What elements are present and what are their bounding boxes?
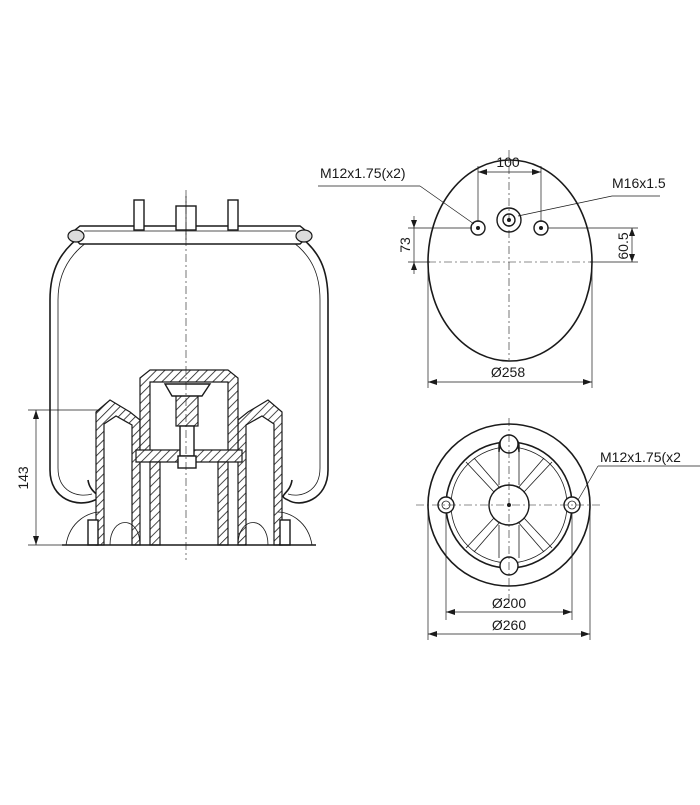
dimension-60-5: 60.5 [548, 227, 638, 263]
dimension-143: 143 [15, 409, 100, 546]
callout-m16: M16x1.5 [517, 175, 666, 217]
label-m12-top: M12x1.75(x2) [320, 165, 406, 181]
stud-left [133, 199, 145, 231]
label-m12-bottom: M12x1.75(x2 [600, 449, 681, 465]
label-dia-200: Ø200 [492, 595, 526, 611]
ribs [465, 452, 553, 558]
piston [95, 369, 283, 546]
top-view: 100 M12x1.75(x2) M16x1.5 73 [318, 150, 666, 388]
dimension-dia-260: Ø260 [427, 505, 591, 640]
stud-right [227, 199, 239, 231]
label-100: 100 [496, 154, 520, 170]
side-view: 143 [15, 190, 329, 560]
label-73: 73 [397, 237, 413, 253]
top-plate-outline [427, 159, 593, 362]
callout-m12-top: M12x1.75(x2) [318, 165, 475, 225]
dimension-100: 100 [477, 154, 542, 222]
label-m16: M16x1.5 [612, 175, 666, 191]
label-dia-260: Ø260 [492, 617, 526, 633]
label-60-5: 60.5 [615, 232, 631, 259]
dimension-dia-200: Ø200 [445, 513, 573, 620]
label-dia-258: Ø258 [491, 364, 525, 380]
dimension-dia-258: Ø258 [427, 262, 593, 388]
label-143: 143 [15, 466, 31, 490]
callout-m12-bottom: M12x1.75(x2 [577, 449, 700, 501]
bottom-view: M12x1.75(x2 Ø200 Ø260 [416, 418, 700, 640]
dimension-73: 73 [397, 216, 472, 274]
